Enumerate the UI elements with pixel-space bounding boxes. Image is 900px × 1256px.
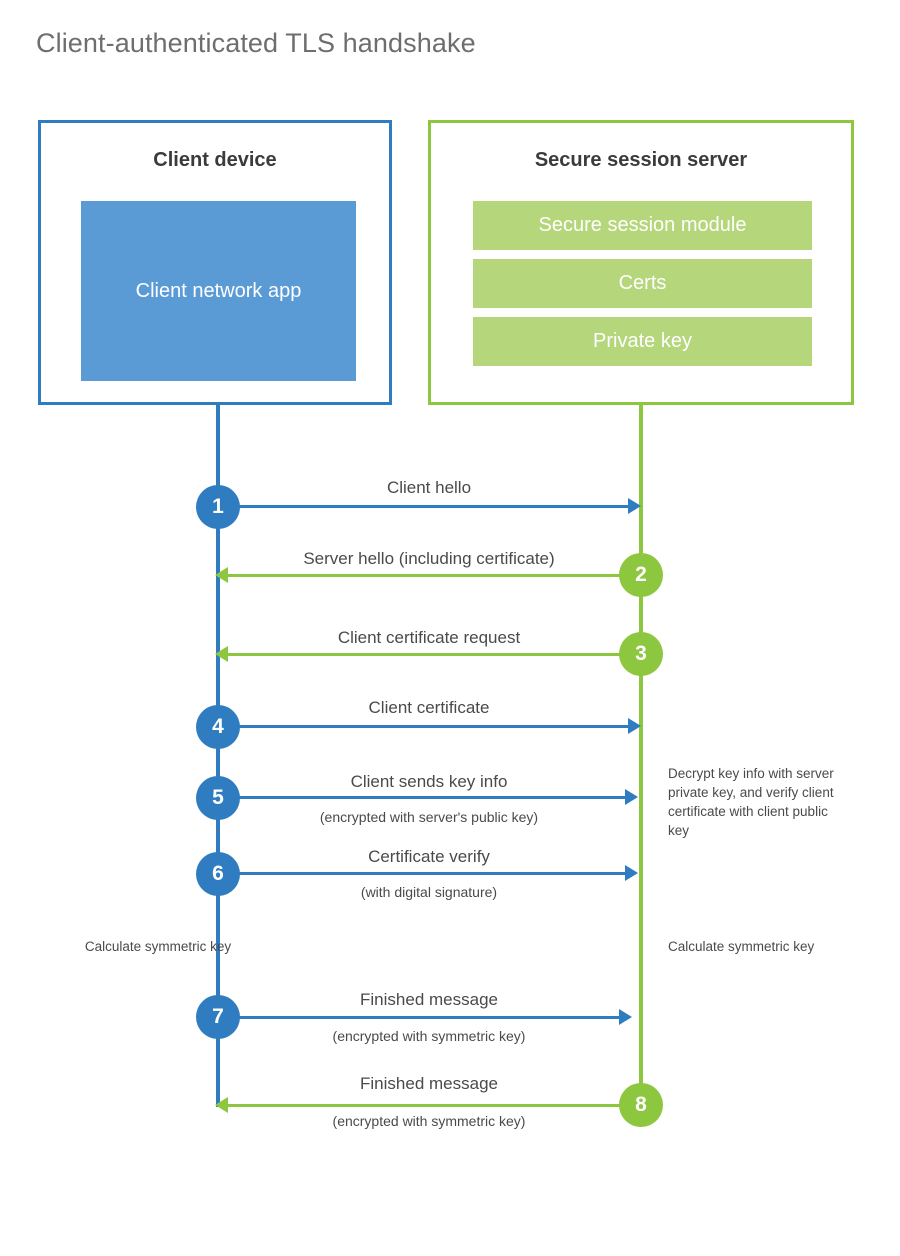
step-5-label: Client sends key info xyxy=(350,772,508,791)
step-5-sublabel: (encrypted with server's public key) xyxy=(319,809,539,825)
step-8-label: Finished message xyxy=(360,1074,498,1093)
server-lifeline xyxy=(639,402,643,1107)
server-module-private-key: Private key xyxy=(473,317,812,366)
client-network-app-block: Client network app xyxy=(81,201,356,381)
step-3-arrow-line xyxy=(228,653,641,656)
step-7-arrow-head xyxy=(619,1009,632,1025)
step-6-label: Certificate verify xyxy=(368,847,490,866)
server-module-secure-session-module: Secure session module xyxy=(473,201,812,250)
step-4-arrow-head xyxy=(628,718,641,734)
step-7-arrow-line xyxy=(218,1016,619,1019)
page-title: Client-authenticated TLS handshake xyxy=(36,28,476,58)
server-module-certs: Certs xyxy=(473,259,812,308)
step-2-arrow-head xyxy=(215,567,228,583)
step-8-arrow-line xyxy=(228,1104,641,1107)
client-calculate-symmetric-key-note: Calculate symmetric key xyxy=(84,939,232,954)
step-circle-5[interactable]: 5 xyxy=(196,776,240,820)
step-6-arrow-line xyxy=(218,872,625,875)
step-4-label: Client certificate xyxy=(368,698,490,717)
server-decrypt-note: Decrypt key info with server private key… xyxy=(668,766,834,839)
step-circle-3[interactable]: 3 xyxy=(619,632,663,676)
step-4-arrow-line xyxy=(218,725,628,728)
step-6-sublabel: (with digital signature) xyxy=(360,884,498,900)
step-8-arrow-head xyxy=(215,1097,228,1113)
step-circle-7[interactable]: 7 xyxy=(196,995,240,1039)
step-circle-2[interactable]: 2 xyxy=(619,553,663,597)
step-1-arrow-line xyxy=(218,505,628,508)
secure-session-server-box: Secure session server Secure session mod… xyxy=(428,120,854,405)
step-2-arrow-line xyxy=(228,574,641,577)
step-3-arrow-head xyxy=(215,646,228,662)
step-7-sublabel: (encrypted with symmetric key) xyxy=(332,1028,526,1044)
client-lifeline xyxy=(216,402,220,1107)
step-circle-8[interactable]: 8 xyxy=(619,1083,663,1127)
client-device-title: Client device xyxy=(153,149,277,171)
step-circle-4[interactable]: 4 xyxy=(196,705,240,749)
step-3-label: Client certificate request xyxy=(337,628,521,647)
step-5-arrow-head xyxy=(625,789,638,805)
server-calculate-symmetric-key-note: Calculate symmetric key xyxy=(668,939,815,954)
step-circle-6[interactable]: 6 xyxy=(196,852,240,896)
step-2-label: Server hello (including certificate) xyxy=(303,549,555,568)
step-8-sublabel: (encrypted with symmetric key) xyxy=(332,1113,526,1129)
step-7-label: Finished message xyxy=(360,990,498,1009)
client-device-box: Client device Client network app xyxy=(38,120,392,405)
step-6-arrow-head xyxy=(625,865,638,881)
step-circle-1[interactable]: 1 xyxy=(196,485,240,529)
step-5-arrow-line xyxy=(218,796,625,799)
step-1-label: Client hello xyxy=(386,478,472,497)
step-1-arrow-head xyxy=(628,498,641,514)
secure-session-server-title: Secure session server xyxy=(534,149,748,171)
server-modules-list: Secure session module Certs Private key xyxy=(473,201,812,366)
